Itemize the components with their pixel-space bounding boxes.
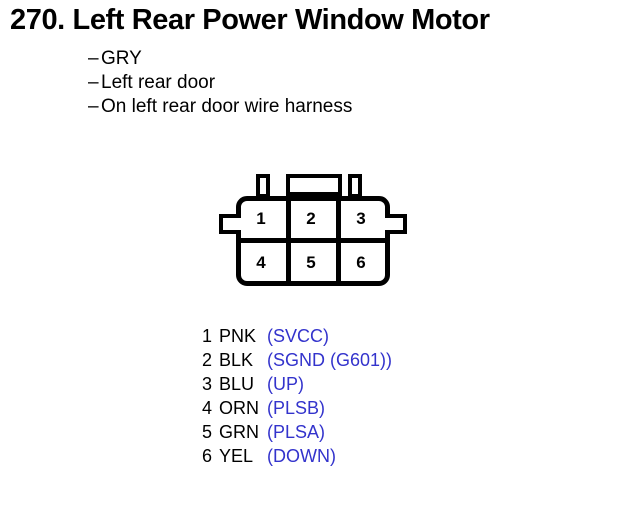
connector-column-divider-2 [336, 201, 341, 286]
legend-wire-color: YEL [219, 446, 254, 466]
connector-tab-right-icon [348, 174, 362, 198]
connector-pin-cell: 3 [356, 209, 366, 228]
legend-signal-name: (PLSB) [267, 398, 326, 418]
legend-row: 2 BLK (SGND (G601)) [202, 350, 392, 374]
legend-wire-color: PNK [219, 326, 257, 346]
legend-signal-name: (DOWN) [267, 446, 336, 466]
legend-pin-number: 6 [202, 446, 213, 466]
legend-row: 4 ORN (PLSB) [202, 398, 392, 422]
note-text: Left rear door [101, 72, 216, 93]
connector-tab-left-icon [256, 174, 270, 198]
note-item: – Left rear door [88, 72, 352, 96]
ear-join-left [235, 218, 243, 230]
notes-list: – GRY – Left rear door – On left rear do… [88, 48, 352, 120]
legend-signal-name: (PLSA) [267, 422, 326, 442]
dash-marker: – [88, 96, 99, 117]
note-item: – GRY [88, 48, 352, 72]
connector-tab-center-icon [286, 174, 342, 196]
note-item: – On left rear door wire harness [88, 96, 352, 120]
legend-signal-name: (SGND (G601)) [267, 350, 393, 370]
connector-pin-cell: 1 [256, 209, 266, 228]
ear-join-right [383, 218, 391, 230]
legend-wire-color: BLK [219, 350, 254, 370]
connector-row-divider [236, 238, 390, 243]
legend-pin-number: 4 [202, 398, 213, 418]
dash-marker: – [88, 72, 99, 93]
legend-row: 5 GRN (PLSA) [202, 422, 392, 446]
legend-signal-name: (SVCC) [267, 326, 329, 346]
legend-row: 1 PNK (SVCC) [202, 326, 392, 350]
legend-signal-name: (UP) [267, 374, 304, 394]
connector-pin-cell: 6 [356, 253, 366, 272]
connector-pin-cell: 5 [306, 253, 316, 272]
legend-pin-number: 1 [202, 326, 213, 346]
legend-wire-color: ORN [219, 398, 259, 418]
legend-pin-number: 3 [202, 374, 213, 394]
note-text: GRY [101, 48, 142, 69]
legend-wire-color: BLU [219, 374, 255, 394]
connector-column-divider-1 [286, 201, 291, 286]
connector-pin-cell: 4 [256, 253, 266, 272]
legend-row: 3 BLU (UP) [202, 374, 392, 398]
legend-pin-number: 5 [202, 422, 213, 442]
legend-wire-color: GRN [219, 422, 259, 442]
note-text: On left rear door wire harness [101, 96, 353, 117]
connector-pin-cell: 2 [306, 209, 316, 228]
page-title: 270. Left Rear Power Window Motor [10, 4, 490, 36]
dash-marker: – [88, 48, 99, 69]
connector-diagram: 1 2 3 4 5 6 [216, 170, 412, 290]
pin-legend: 1 PNK (SVCC) 2 BLK (SGND (G601)) 3 BLU (… [202, 326, 392, 470]
legend-pin-number: 2 [202, 350, 213, 370]
legend-row: 6 YEL (DOWN) [202, 446, 392, 470]
